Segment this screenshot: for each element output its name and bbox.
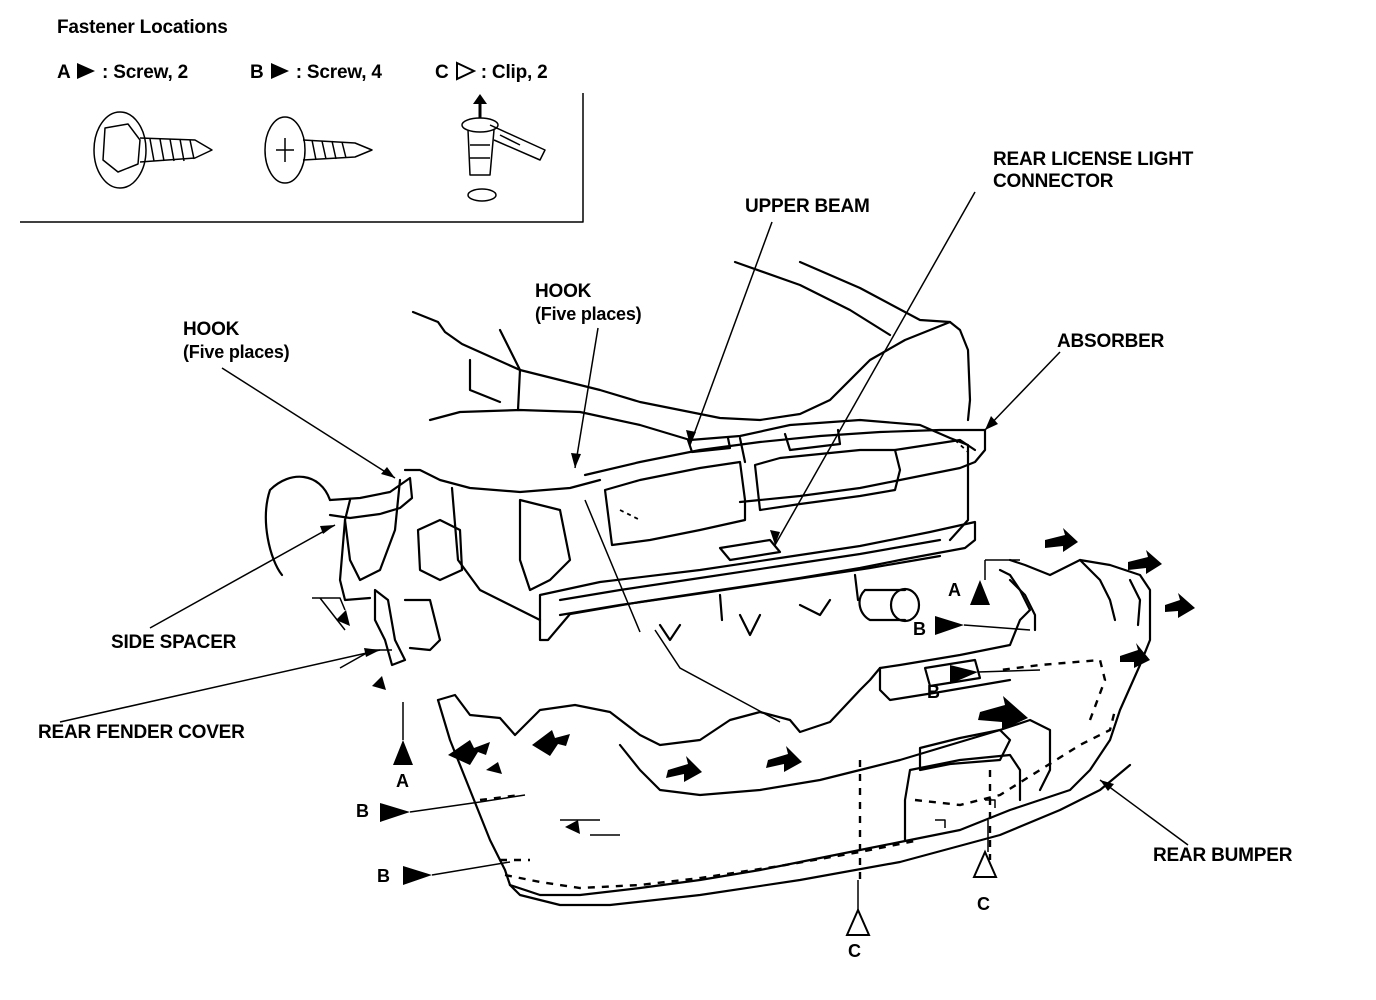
label-rear-license-line1: REAR LICENSE LIGHT	[993, 149, 1194, 170]
removal-arrows	[336, 528, 1195, 834]
callout-a-right: A	[948, 580, 961, 600]
upper-beam-absorber	[538, 428, 987, 642]
label-rear-bumper: REAR BUMPER	[1153, 845, 1293, 866]
label-hook-left-line1: HOOK	[183, 319, 240, 340]
legend-text-b: : Screw, 4	[295, 62, 382, 83]
legend-item-a: A : Screw, 2	[57, 61, 188, 84]
label-hook-center-line1: HOOK	[535, 281, 592, 302]
leader-lines	[59, 191, 1189, 846]
callout-b-left-lower: B	[377, 866, 390, 886]
label-upper-beam: UPPER BEAM	[745, 196, 870, 217]
legend-text-a: : Screw, 2	[102, 62, 189, 83]
legend-letter-b: B	[250, 62, 264, 83]
filled-triangle-icon	[76, 63, 95, 79]
filled-triangle-icon	[270, 63, 289, 79]
rear-bumper-cover	[436, 558, 1152, 907]
label-side-spacer: SIDE SPACER	[111, 632, 237, 653]
legend-item-c: C : Clip, 2	[435, 61, 548, 84]
push-clip-icon	[461, 94, 546, 202]
fastener-markers	[380, 560, 1041, 936]
label-absorber: ABSORBER	[1057, 331, 1165, 352]
label-hook-left-line2: (Five places)	[183, 342, 290, 362]
callout-c-center: C	[848, 941, 861, 961]
callout-a-left: A	[396, 771, 409, 791]
label-rear-license-line2: CONNECTOR	[993, 171, 1114, 192]
label-hook-center: HOOK (Five places)	[535, 281, 642, 325]
callout-b-right-upper: B	[913, 619, 926, 639]
label-rear-license-light-connector: REAR LICENSE LIGHT CONNECTOR	[993, 149, 1193, 193]
legend-box-border	[20, 93, 584, 223]
phillips-screw-icon	[264, 116, 373, 184]
callout-c-right: C	[977, 894, 990, 914]
callout-b-right-lower: B	[927, 682, 940, 702]
legend-letter-a: A	[57, 62, 70, 83]
label-hook-center-line2: (Five places)	[535, 304, 642, 324]
legend-text-c: : Clip, 2	[480, 62, 548, 83]
legend-item-b: B : Screw, 4	[250, 61, 382, 84]
label-rear-fender-cover: REAR FENDER COVER	[38, 722, 245, 743]
open-triangle-icon	[455, 61, 476, 81]
car-body-panel	[264, 260, 972, 667]
label-hook-left: HOOK (Five places)	[183, 319, 290, 363]
legend-letter-c: C	[435, 62, 449, 83]
callout-b-left-upper: B	[356, 801, 369, 821]
flange-bolt-screw-icon	[93, 111, 213, 189]
legend-title: Fastener Locations	[57, 17, 228, 38]
